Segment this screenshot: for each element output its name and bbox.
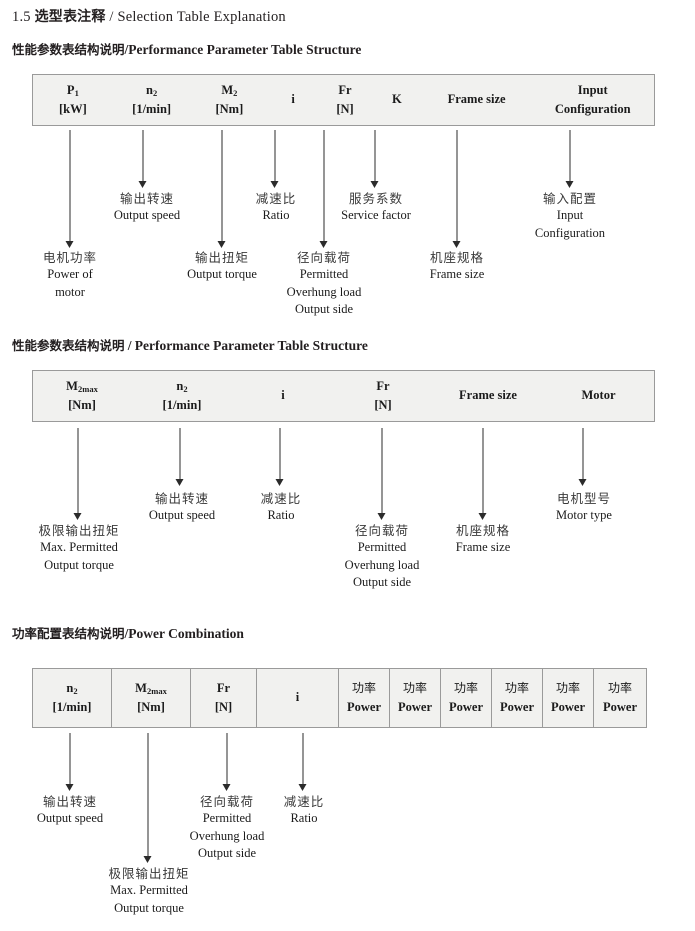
arrow-power-of-motor (65, 130, 75, 248)
section-1-heading-en: Performance Parameter Table Structure (128, 42, 362, 57)
annotation-max-permitted-output-torque: 极限输出扭矩 Max. Permitted Output torque (38, 523, 120, 572)
table1-col-i: i (291, 92, 295, 107)
annotation-ratio: 减速比 Ratio (255, 191, 297, 223)
performance-parameter-table-1: P1 [kW] n2 [1/min] M2 [Nm] i Fr [N] K Fr… (32, 74, 655, 126)
section-1-heading-cn: 性能参数表结构说明 (12, 42, 125, 57)
section-2-heading: 性能参数表结构说明 / Performance Parameter Table … (12, 335, 368, 354)
arrow-motor-type (578, 428, 588, 486)
table1-col-k: K (391, 92, 402, 107)
table2-col-i: i (281, 388, 285, 403)
table1-col-input-configuration: Input Configuration (554, 82, 631, 116)
arrow-max-permitted-output-torque (73, 428, 83, 520)
arrow-frame-size-2 (478, 428, 488, 520)
table3-col-m2max: M2max [Nm] (111, 669, 190, 727)
table3-col-power-2: 功率 Power (389, 669, 440, 727)
section-3-heading: 功率配置表结构说明/Power Combination (12, 623, 244, 642)
table3-col-power-3: 功率 Power (440, 669, 491, 727)
arrow-permitted-overhung-load-3 (222, 733, 232, 791)
table1-col-p1: P1 [kW] (58, 82, 87, 116)
arrow-permitted-overhung-load (319, 130, 329, 248)
page-title-separator: / (109, 9, 114, 25)
section-1-heading-sep: / (124, 42, 129, 57)
table3-col-n2: n2 [1/min] (52, 680, 92, 714)
section-2-heading-cn: 性能参数表结构说明 (12, 338, 125, 353)
table2-col-n2: n2 [1/min] (162, 378, 202, 412)
table2-col-frame-size: Frame size (459, 388, 517, 403)
section-3-heading-sep: / (124, 626, 129, 641)
table1-col-m2: M2 [Nm] (215, 82, 244, 116)
section-3-heading-en: Power Combination (128, 626, 244, 641)
section-3-heading-cn: 功率配置表结构说明 (12, 626, 125, 641)
arrow-input-configuration (565, 130, 575, 188)
annotation-service-factor: 服务系数 Service factor (341, 191, 411, 223)
annotation-output-speed-3: 输出转速 Output speed (36, 794, 104, 826)
annotation-permitted-overhung-load-3: 径向载荷 Permitted Overhung load Output side (189, 794, 265, 860)
arrow-permitted-overhung-load-2 (377, 428, 387, 520)
annotation-motor-type: 电机型号 Motor type (556, 491, 612, 523)
arrow-output-speed (138, 130, 148, 188)
annotation-permitted-overhung-load: 径向载荷 Permitted Overhung load Output side (286, 250, 362, 316)
annotation-frame-size: 机座规格 Frame size (429, 250, 485, 282)
table3-col-fr: Fr [N] (190, 669, 256, 727)
performance-parameter-table-2: M2max [Nm] n2 [1/min] i Fr [N] Frame siz… (32, 370, 655, 422)
table3-col-power-6: 功率 Power (593, 669, 646, 727)
page-title: 1.5 选型表注释 / Selection Table Explanation (12, 6, 286, 26)
arrow-output-speed-2 (175, 428, 185, 486)
page-title-cn: 选型表注释 (34, 9, 106, 25)
section-2-heading-en: Performance Parameter Table Structure (134, 338, 368, 353)
arrow-frame-size (452, 130, 462, 248)
table3-col-power-1: 功率 Power (338, 669, 389, 727)
annotation-power-of-motor: 电机功率 Power of motor (42, 250, 98, 299)
power-combination-table: n2 [1/min] M2max [Nm] Fr [N] i 功率 Power … (32, 668, 647, 728)
arrow-ratio (270, 130, 280, 188)
table2-col-motor: Motor (581, 388, 616, 403)
annotation-ratio-2: 减速比 Ratio (260, 491, 302, 523)
annotation-output-speed-2: 输出转速 Output speed (148, 491, 216, 523)
section-2-heading-sep: / (127, 338, 132, 353)
annotation-input-configuration: 输入配置 Input Configuration (534, 191, 606, 240)
annotation-max-permitted-output-torque-3: 极限输出扭矩 Max. Permitted Output torque (108, 866, 190, 915)
page-title-en: Selection Table Explanation (117, 9, 286, 25)
table1-col-frame-size: Frame size (447, 92, 506, 107)
table3-col-power-5: 功率 Power (542, 669, 593, 727)
annotation-frame-size-2: 机座规格 Frame size (455, 523, 511, 555)
annotation-ratio-3: 减速比 Ratio (283, 794, 325, 826)
table2-col-m2max: M2max [Nm] (66, 378, 98, 412)
page-title-number: 1.5 (12, 9, 31, 25)
annotation-permitted-overhung-load-2: 径向载荷 Permitted Overhung load Output side (344, 523, 420, 589)
arrow-ratio-2 (275, 428, 285, 486)
table2-col-fr: Fr [N] (374, 378, 392, 412)
annotation-output-speed: 输出转速 Output speed (113, 191, 181, 223)
table3-col-power-4: 功率 Power (491, 669, 542, 727)
table1-col-fr: Fr [N] (336, 82, 354, 116)
arrow-output-torque (217, 130, 227, 248)
arrow-output-speed-3 (65, 733, 75, 791)
table3-col-i: i (256, 669, 338, 727)
arrow-service-factor (370, 130, 380, 188)
table1-col-n2: n2 [1/min] (132, 82, 172, 116)
section-1-heading: 性能参数表结构说明/Performance Parameter Table St… (12, 39, 361, 58)
arrow-ratio-3 (298, 733, 308, 791)
annotation-output-torque: 输出扭矩 Output torque (187, 250, 257, 282)
arrow-max-permitted-output-torque-3 (143, 733, 153, 863)
